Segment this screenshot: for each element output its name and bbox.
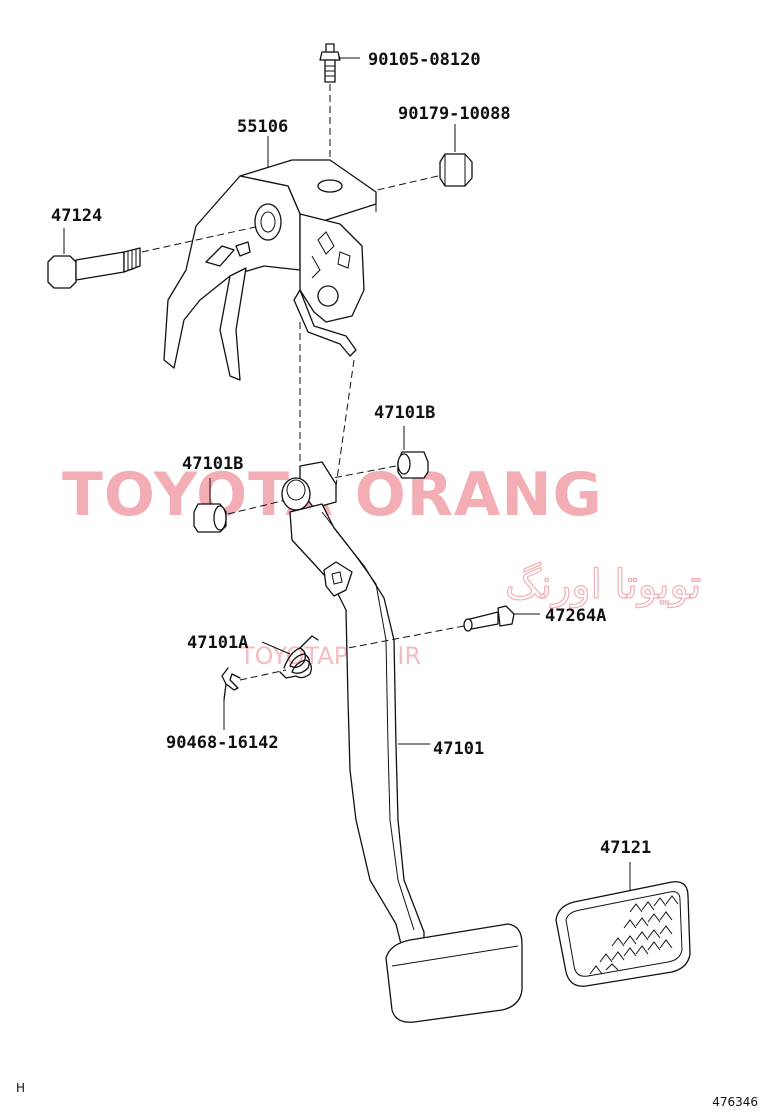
label-47121: 47121: [600, 838, 651, 858]
label-90105-08120: 90105-08120: [368, 50, 481, 70]
watermark: TOYOTA ORANG تویوتا اورنگ TOYOTAPART.IR: [62, 460, 702, 670]
clip-90468-drawing: [221, 667, 241, 730]
pin-47264a-guide: [347, 625, 465, 649]
label-47101a: 47101A: [187, 633, 248, 653]
label-55106: 55106: [237, 117, 288, 137]
watermark-brand-fa: تویوتا اورنگ: [505, 562, 701, 608]
pin-47264a-drawing: [463, 605, 540, 632]
label-90179-10088: 90179-10088: [398, 104, 511, 124]
pedal-pad-47121-drawing: [555, 862, 691, 987]
label-47101: 47101: [433, 739, 484, 759]
bush-47101b-left-drawing: [193, 478, 227, 533]
label-47101b-right: 47101B: [374, 403, 435, 423]
corner-code-left: H: [16, 1081, 25, 1095]
bolt-90105-drawing: [319, 43, 360, 83]
pedal-arm-47101-drawing: [281, 461, 523, 1023]
nut-90179-drawing: [439, 124, 473, 187]
bolt-47124-guide: [141, 225, 261, 253]
label-47264a: 47264A: [545, 606, 606, 626]
bush-47101b-left-guide: [227, 499, 287, 515]
label-47101b-left: 47101B: [182, 454, 243, 474]
label-90468-16142: 90468-16142: [166, 733, 279, 753]
bolt-47124-drawing: [47, 228, 141, 289]
spring-47101a-guide: [239, 669, 287, 681]
bush-47101b-right-guide: [321, 465, 397, 481]
bracket-55106-drawing: [163, 136, 377, 381]
illustration-number: 476346: [712, 1095, 758, 1109]
label-47124: 47124: [51, 206, 102, 226]
bush-47101b-right-drawing: [397, 426, 429, 479]
spring-47101a-drawing: [261, 635, 319, 679]
